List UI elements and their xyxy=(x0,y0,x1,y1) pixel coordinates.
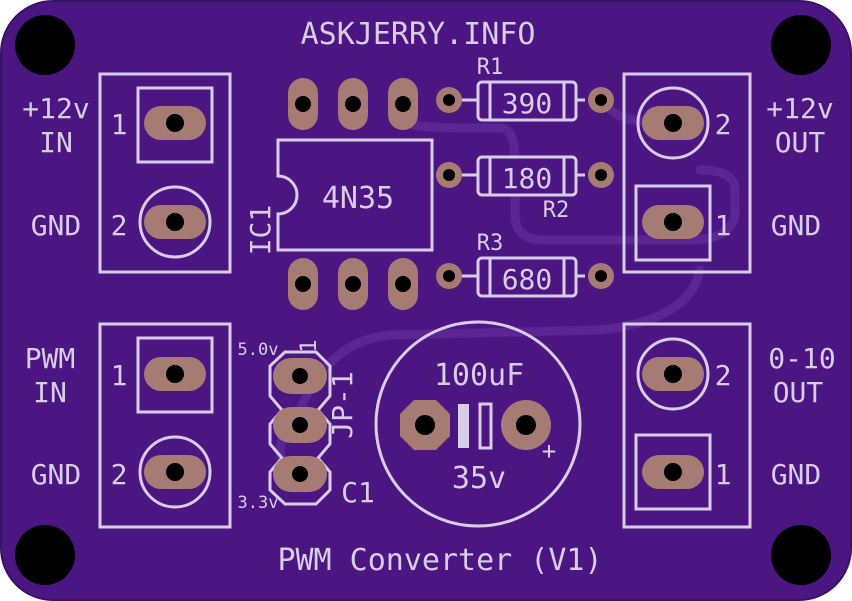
mounting-holes xyxy=(15,15,831,585)
connector-outline xyxy=(98,322,232,529)
jumper-bottom-label: 3.3v xyxy=(238,493,279,513)
connector-power-in: 1 2 +12v IN GND xyxy=(22,72,232,274)
label-top: 0-10 xyxy=(768,342,835,375)
jumper-top-label: 5.0v xyxy=(238,340,279,360)
pin1-square-outline xyxy=(634,184,712,262)
connector-outline xyxy=(622,322,752,529)
gnd-label: GND xyxy=(771,209,822,242)
label-top: +12v xyxy=(22,92,89,125)
gnd-label: GND xyxy=(31,209,82,242)
drill-pin2 xyxy=(664,114,682,132)
jumper-jp1: 5.0v 3.3v 1 JP-1 xyxy=(238,339,359,513)
ic-part-number: 4N35 xyxy=(322,181,394,216)
ic-4n35: 4N35 IC1 xyxy=(244,78,434,310)
resistor-reference: R1 xyxy=(477,55,504,80)
connector-power-out: 2 1 +12v OUT GND xyxy=(622,72,834,274)
capacitor-voltage: 35v xyxy=(452,461,506,496)
connector-pwm-in: 1 2 PWM IN GND xyxy=(25,322,232,529)
pin1-number: 1 xyxy=(111,359,128,392)
drill-pin1 xyxy=(664,213,682,231)
mounting-hole-top-left xyxy=(15,15,75,75)
drill-pin2 xyxy=(664,365,682,383)
drill-pin1 xyxy=(166,114,184,132)
resistor-r2: 180 R2 xyxy=(436,155,614,223)
polarity-bar xyxy=(458,404,469,448)
jumper-pin-marker: 1 xyxy=(297,339,322,352)
resistor-reference: R2 xyxy=(543,198,570,223)
label-bottom: IN xyxy=(39,126,73,159)
ic-reference: IC1 xyxy=(244,205,277,256)
mounting-hole-bottom-left xyxy=(15,525,75,585)
capacitor-outline xyxy=(374,320,582,528)
mounting-hole-top-right xyxy=(771,15,831,75)
pin1-number: 1 xyxy=(715,209,732,242)
drill-pin2 xyxy=(166,213,184,231)
resistor-value: 390 xyxy=(502,87,553,120)
label-bottom: IN xyxy=(33,376,67,409)
ic-drills xyxy=(295,96,411,292)
pin1-number: 1 xyxy=(111,108,128,141)
resistor-value: 180 xyxy=(502,162,553,195)
resistor-value: 680 xyxy=(502,263,553,296)
mounting-hole-bottom-right xyxy=(771,525,831,585)
gnd-label: GND xyxy=(31,458,82,491)
drill-pin1 xyxy=(166,365,184,383)
capacitor-polarity: + xyxy=(542,437,556,465)
pin2-number: 2 xyxy=(715,359,732,392)
resistor-r1: 390 R1 xyxy=(436,55,614,122)
connector-outline xyxy=(622,72,752,274)
board-footer-text: PWM Converter (V1) xyxy=(277,543,602,578)
capacitor-c1: 100uF 35v + C1 xyxy=(341,320,582,528)
label-bottom: OUT xyxy=(773,376,824,409)
connector-outline xyxy=(98,72,232,274)
jumper-reference: JP-1 xyxy=(326,371,359,438)
pin2-number: 2 xyxy=(111,209,128,242)
pin1-square-outline xyxy=(136,336,214,414)
capacitor-value: 100uF xyxy=(434,358,524,393)
resistor-reference: R3 xyxy=(477,231,504,256)
ic-outline xyxy=(276,138,434,252)
pin2-number: 2 xyxy=(111,458,128,491)
drill-pin2 xyxy=(166,463,184,481)
label-bottom: OUT xyxy=(775,126,826,159)
capacitor-reference: C1 xyxy=(341,476,375,509)
pin1-square-outline xyxy=(136,86,214,164)
pin2-number: 2 xyxy=(715,108,732,141)
pin1-square-outline xyxy=(634,433,712,511)
label-top: PWM xyxy=(25,342,76,375)
drill-pin1 xyxy=(664,463,682,481)
pin1-number: 1 xyxy=(715,458,732,491)
connector-analog-out: 2 1 0-10 OUT GND xyxy=(622,322,836,529)
board-header-text: ASKJERRY.INFO xyxy=(301,17,536,52)
resistor-r3: 680 R3 xyxy=(436,231,614,298)
gnd-label: GND xyxy=(771,458,822,491)
label-top: +12v xyxy=(766,92,833,125)
